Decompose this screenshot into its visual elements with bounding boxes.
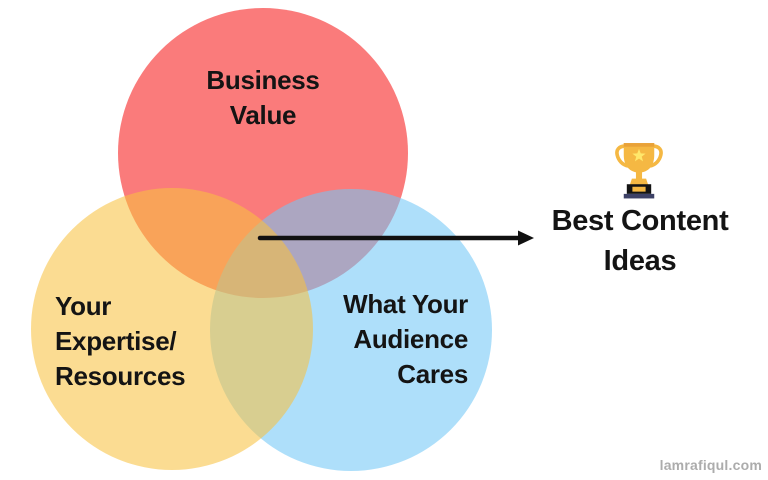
label-business-value: Business Value: [153, 63, 373, 133]
trophy-stem: [629, 171, 649, 185]
label-line: Expertise/: [55, 326, 177, 356]
watermark: lamrafiqul.com: [659, 457, 762, 473]
label-line: What Your: [343, 289, 468, 319]
label-best-content-ideas: Best Content Ideas: [533, 201, 747, 281]
trophy-stand: [623, 193, 655, 199]
label-your-expertise-resources: Your Expertise/ Resources: [55, 289, 275, 394]
trophy-star: [632, 148, 646, 162]
arrow-icon: [257, 230, 534, 246]
label-line: Your: [55, 291, 112, 321]
label-line: Business: [206, 65, 320, 95]
trophy-rim: [623, 143, 655, 147]
label-line: Cares: [397, 359, 468, 389]
trophy-right-handle: [649, 144, 663, 168]
label-line: Audience: [353, 324, 468, 354]
label-line: Value: [229, 100, 297, 130]
label-line: Ideas: [603, 245, 677, 277]
label-what-your-audience-cares: What Your Audience Cares: [268, 287, 468, 392]
arrow-head: [518, 230, 534, 246]
circle-expertise-resources: [31, 188, 313, 470]
trophy-base-plate: [632, 186, 646, 192]
label-line: Best Content: [551, 205, 729, 237]
trophy-icon: [615, 143, 663, 199]
label-line: Resources: [55, 361, 186, 391]
trophy-left-handle: [615, 144, 629, 168]
